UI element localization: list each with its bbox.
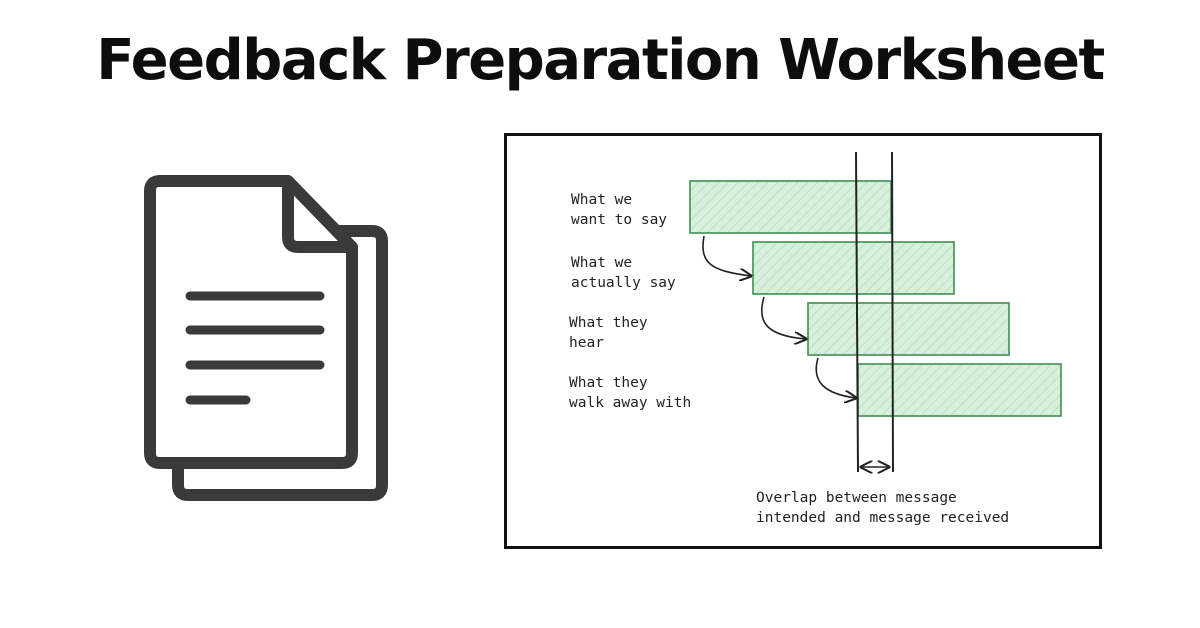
arrow-1: [702, 235, 751, 276]
overlap-line-right: [891, 151, 894, 473]
page-title: Feedback Preparation Worksheet: [96, 28, 1105, 93]
document-copy-icon: [144, 175, 388, 501]
arrow-2: [760, 296, 806, 339]
caption-line2: intended and message received: [756, 510, 1009, 526]
bar-walk-away-with: [857, 363, 1062, 417]
bar-they-hear: [807, 302, 1010, 356]
row-label-hear-line1: What they: [569, 315, 648, 331]
row-label-walk-line2: walk away with: [569, 395, 691, 411]
row-label-want-line2: want to say: [571, 212, 667, 228]
row-label-walk-line1: What they: [569, 375, 648, 391]
bar-actually-say: [752, 241, 955, 295]
bar-want-to-say: [689, 180, 892, 234]
caption-line1: Overlap between message: [756, 490, 957, 506]
row-label-say-line1: What we: [571, 255, 632, 271]
communication-overlap-diagram: What we want to say What we actually say…: [504, 133, 1102, 549]
row-label-hear-line2: hear: [569, 335, 604, 351]
arrow-3: [815, 357, 856, 398]
row-label-say-line2: actually say: [571, 275, 676, 291]
row-label-want-line1: What we: [571, 192, 632, 208]
overlap-line-left: [855, 151, 859, 473]
